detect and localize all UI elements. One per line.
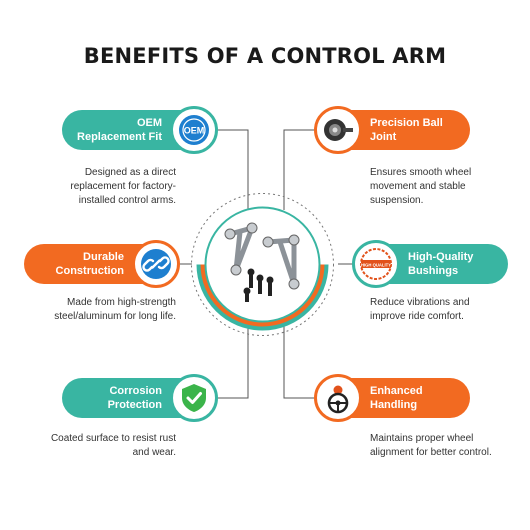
ball-joint-icon (314, 106, 362, 154)
oem-badge-icon: OEM (170, 106, 218, 154)
chain-link-icon (132, 240, 180, 288)
benefit-corrosion-pill: Corrosion Protection (62, 374, 218, 422)
benefit-ball-joint-description: Ensures smooth wheel movement and stable… (370, 167, 472, 206)
quality-stamp-icon: HIGH QUALITY (352, 240, 400, 288)
benefit-durable-description: Made from high-strength steel/aluminum f… (54, 297, 176, 322)
benefit-title: Enhanced Handling (370, 385, 423, 411)
benefit-handling-pill: Enhanced Handling (314, 374, 470, 422)
benefit-bushings-description: Reduce vibrations and improve ride comfo… (370, 297, 470, 322)
svg-text:OEM: OEM (184, 126, 205, 136)
benefit-oem-fit-description: Designed as a direct replacement for fac… (70, 167, 176, 206)
benefit-durable-pill: Durable Construction (24, 240, 180, 288)
benefit-ball-joint-pill: Precision Ball Joint (314, 106, 470, 154)
control-arm-kit-icon (191, 193, 334, 336)
center-product-image (190, 192, 335, 337)
benefit-title: Durable Construction (55, 251, 124, 277)
benefit-title: Corrosion Protection (107, 385, 162, 411)
benefit-corrosion-description: Coated surface to resist rust and wear. (50, 433, 176, 458)
benefit-oem-fit-pill: OEM Replacement Fit OEM (62, 106, 218, 154)
benefit-title: Precision Ball Joint (370, 117, 443, 143)
benefit-bushings-pill: HIGH QUALITY High-Quality Bushings (352, 240, 508, 288)
page-title: BENEFITS OF A CONTROL ARM (83, 44, 447, 68)
benefit-title: High-Quality Bushings (408, 251, 474, 277)
steering-wheel-icon (314, 374, 362, 422)
shield-check-icon (170, 374, 218, 422)
svg-text:HIGH QUALITY: HIGH QUALITY (361, 262, 391, 267)
benefit-handling-description: Maintains proper wheel alignment for bet… (370, 433, 492, 458)
benefit-title: OEM Replacement Fit (77, 117, 162, 143)
